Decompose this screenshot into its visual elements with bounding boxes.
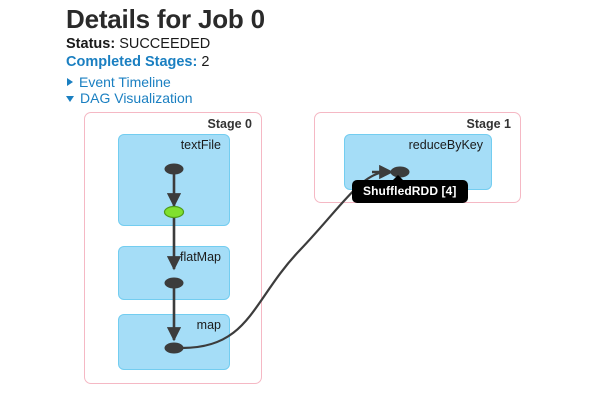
toggle-event-timeline[interactable]: Event Timeline — [66, 74, 171, 90]
toggle-dag-visualization[interactable]: DAG Visualization — [66, 90, 193, 106]
rdd-node-textfile[interactable] — [164, 163, 184, 175]
completed-stages-label: Completed Stages: — [66, 54, 198, 70]
rdd-node-cached-green[interactable] — [163, 205, 185, 219]
triangle-right-icon — [67, 78, 73, 86]
toggle-dag-visualization-label: DAG Visualization — [80, 90, 193, 106]
triangle-down-icon — [66, 96, 74, 102]
rdd-node-map[interactable] — [164, 342, 184, 354]
status-line: Status: SUCCEEDED — [66, 36, 210, 52]
rdd-label-textfile: textFile — [180, 138, 221, 152]
rdd-node-reducebykey[interactable] — [390, 166, 410, 178]
rdd-tooltip-text: ShuffledRDD [4] — [363, 184, 457, 198]
toggle-event-timeline-label: Event Timeline — [79, 74, 171, 90]
completed-stages-value: 2 — [201, 54, 210, 70]
rdd-tooltip: ShuffledRDD [4] — [352, 175, 468, 203]
rdd-label-reducebykey: reduceByKey — [408, 138, 483, 152]
completed-stages-line: Completed Stages: 2 — [66, 54, 209, 70]
status-label: Status: — [66, 36, 116, 52]
tooltip-arrow-icon — [392, 175, 404, 181]
rdd-label-map: map — [196, 318, 221, 332]
stage-label-1: Stage 1 — [466, 117, 511, 131]
page-title: Details for Job 0 — [66, 4, 265, 34]
stage-label-0: Stage 0 — [207, 117, 252, 131]
rdd-label-flatmap: flatMap — [180, 250, 221, 264]
rdd-node-flatmap[interactable] — [164, 277, 184, 289]
status-value: SUCCEEDED — [119, 36, 211, 52]
